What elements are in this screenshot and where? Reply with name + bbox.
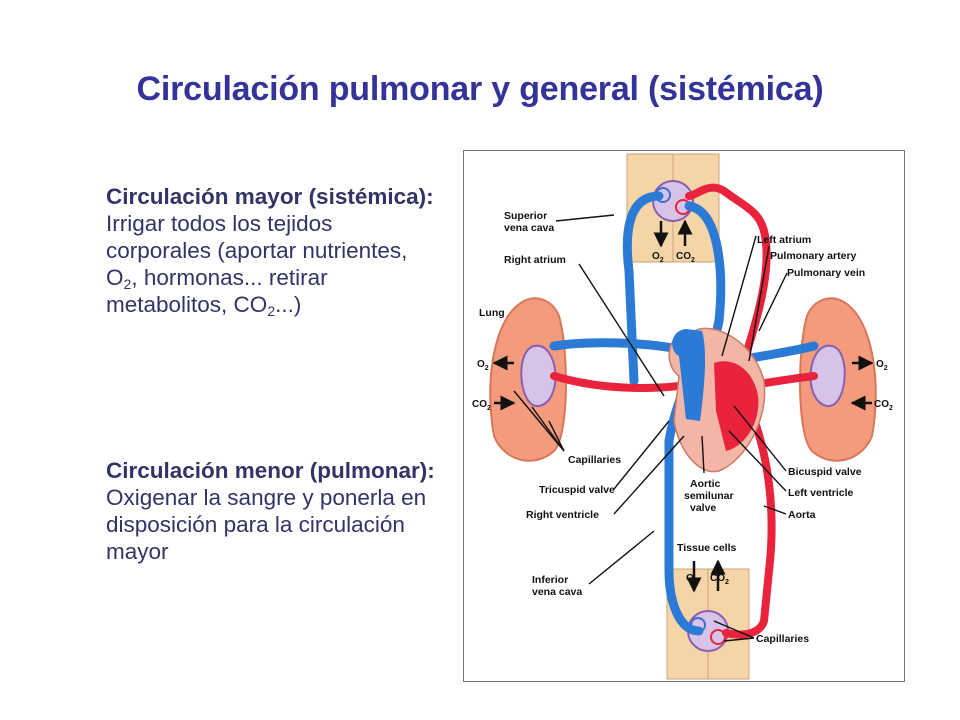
svg-text:CO2: CO2 bbox=[676, 251, 695, 264]
circulacion-mayor-desc-3: ...) bbox=[275, 292, 302, 317]
circulacion-menor-heading: Circulación menor (pulmonar): bbox=[106, 458, 435, 483]
gas-labels: O2 CO2 O2 CO2 O2 CO2 O2 CO2 bbox=[472, 251, 893, 586]
svg-text:O2: O2 bbox=[876, 359, 888, 372]
label-tricuspid-valve: Tricuspid valve bbox=[539, 484, 615, 496]
label-aortic-2: semilunar bbox=[684, 490, 734, 502]
label-right-ventricle: Right ventricle bbox=[526, 509, 599, 521]
label-lung: Lung bbox=[479, 307, 505, 319]
circulacion-mayor-desc-1: Irrigar todos los tejidos corporales (ap… bbox=[106, 211, 408, 290]
label-inferior-vena-cava-2: vena cava bbox=[532, 586, 582, 598]
svg-text:CO2: CO2 bbox=[874, 399, 893, 412]
upper-tissue-block bbox=[626, 153, 720, 263]
circulacion-menor-desc: Oxigenar la sangre y ponerla en disposic… bbox=[106, 485, 427, 564]
label-pulmonary-vein: Pulmonary vein bbox=[787, 267, 865, 279]
o2-subscript: 2 bbox=[123, 276, 132, 292]
label-superior-vena-cava-1: Superior bbox=[504, 210, 547, 222]
leader-lines bbox=[513, 214, 788, 642]
circulacion-mayor-desc-2: , hormonas... retirar metabolitos, CO bbox=[106, 265, 328, 317]
label-right-atrium: Right atrium bbox=[504, 254, 566, 266]
svg-text:O2: O2 bbox=[652, 251, 664, 264]
label-left-ventricle: Left ventricle bbox=[788, 487, 854, 499]
co2-subscript: 2 bbox=[267, 303, 276, 319]
label-capillaries-tissue: Capillaries bbox=[756, 633, 809, 645]
svg-text:O2: O2 bbox=[686, 573, 698, 586]
slide-title: Circulación pulmonar y general (sistémic… bbox=[136, 70, 824, 108]
label-aortic-3: valve bbox=[690, 502, 716, 514]
label-bicuspid-valve: Bicuspid valve bbox=[788, 466, 862, 478]
label-pulmonary-artery: Pulmonary artery bbox=[770, 250, 857, 262]
label-left-atrium: Left atrium bbox=[757, 234, 811, 246]
label-superior-vena-cava-2: vena cava bbox=[504, 222, 554, 234]
circulacion-menor-text: Circulación menor (pulmonar): Oxigenar l… bbox=[106, 457, 436, 565]
label-tissue-cells: Tissue cells bbox=[677, 542, 737, 554]
circulacion-mayor-heading: Circulación mayor (sistémica): bbox=[106, 184, 434, 209]
circulacion-mayor-text: Circulación mayor (sistémica): Irrigar t… bbox=[106, 183, 436, 318]
svg-text:CO2: CO2 bbox=[710, 573, 729, 586]
left-lung bbox=[489, 297, 567, 462]
svg-text:CO2: CO2 bbox=[472, 399, 491, 412]
label-inferior-vena-cava-1: Inferior bbox=[532, 574, 568, 586]
label-aortic-1: Aortic bbox=[690, 478, 720, 490]
circulation-diagram: O2 CO2 O2 CO2 O2 CO2 O2 CO2 Superior ven… bbox=[463, 150, 905, 682]
circulation-diagram-svg: O2 CO2 O2 CO2 O2 CO2 O2 CO2 Superior ven… bbox=[472, 153, 893, 680]
diagram-labels: Superior vena cava Right atrium Lung Cap… bbox=[479, 210, 865, 645]
label-capillaries-lung: Capillaries bbox=[568, 454, 621, 466]
flow-arrows bbox=[492, 219, 874, 593]
label-aorta: Aorta bbox=[788, 509, 816, 521]
heart bbox=[668, 327, 766, 473]
svg-text:O2: O2 bbox=[477, 359, 489, 372]
right-lung bbox=[799, 297, 877, 462]
